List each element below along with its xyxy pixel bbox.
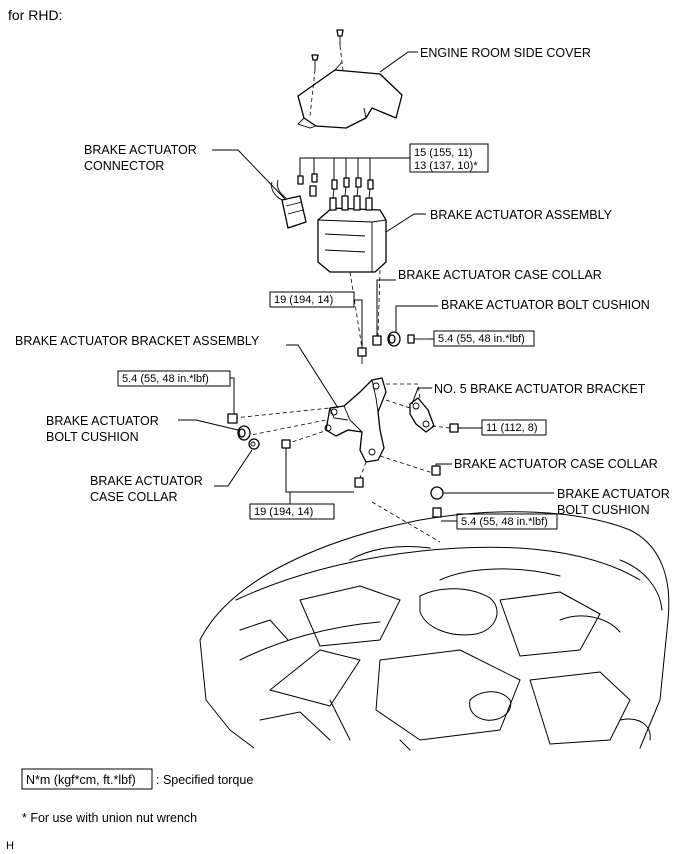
engine-room-side-cover: [297, 61, 403, 129]
case-collar-left: [248, 438, 260, 450]
label-bolt-cushion-left-line2: BOLT CUSHION: [46, 430, 139, 444]
torque-tube-nut-1: 15 (155, 11): [414, 147, 473, 159]
label-bolt-cushion-right-line1: BRAKE ACTUATOR: [557, 487, 670, 501]
case-collar-right: [431, 465, 441, 476]
torque-upper-bolt: 19 (194, 14): [274, 294, 333, 306]
upper-bolt-icon: [357, 347, 367, 364]
torque-box-cushion-right: [456, 513, 558, 530]
no5-bolt-icon: [449, 423, 459, 433]
cover-clip-icon: [311, 29, 344, 70]
no5-brake-actuator-bracket: [409, 397, 435, 433]
bolt-cushion-left: [237, 425, 251, 441]
label-bolt-cushion-right-line2: BOLT CUSHION: [557, 503, 650, 517]
variant-heading: for RHD:: [8, 7, 62, 23]
brake-actuator-connector: [271, 179, 307, 229]
legend-note: * For use with union nut wrench: [22, 811, 197, 825]
label-bolt-cushion-left-line1: BRAKE ACTUATOR: [46, 414, 159, 428]
label-brake-actuator-connector-line1: BRAKE ACTUATOR: [84, 143, 197, 157]
case-collar-top: [372, 335, 382, 346]
torque-lower-bolts: 19 (194, 14): [254, 506, 313, 518]
bolt-cushion-right: [430, 486, 444, 500]
label-case-collar-right: BRAKE ACTUATOR CASE COLLAR: [454, 457, 658, 471]
torque-no5-bolt: 11 (112, 8): [486, 422, 538, 434]
brake-actuator-bracket-assembly: [324, 377, 387, 463]
torque-cushion-right: 5.4 (55, 48 in.*lbf): [461, 516, 548, 528]
label-brake-actuator-connector-line2: CONNECTOR: [84, 159, 164, 173]
brake-actuator-assembly: [309, 185, 387, 273]
legend-description: : Specified torque: [156, 773, 253, 787]
label-engine-room-side-cover: ENGINE ROOM SIDE COVER: [420, 46, 591, 60]
label-case-collar-top: BRAKE ACTUATOR CASE COLLAR: [398, 268, 602, 282]
torque-cushion-top: 5.4 (55, 48 in.*lbf): [438, 333, 525, 345]
torque-box-no5-bolt: [481, 419, 547, 436]
torque-cushion-left: 5.4 (55, 48 in.*lbf): [122, 373, 209, 385]
bolt-cushion-top: [387, 331, 401, 347]
label-no5-bracket: NO. 5 BRAKE ACTUATOR BRACKET: [434, 382, 646, 396]
torque-box-tube-nuts: [409, 143, 489, 173]
torque-box-lower-bolts: [249, 503, 335, 520]
torque-box-cushion-top: [433, 330, 535, 347]
label-case-collar-left-line2: CASE COLLAR: [90, 490, 178, 504]
label-case-collar-left-line1: BRAKE ACTUATOR: [90, 474, 203, 488]
torque-tube-nut-2: 13 (137, 10)*: [414, 160, 478, 172]
label-brake-actuator-assembly: BRAKE ACTUATOR ASSEMBLY: [430, 208, 613, 222]
legend-unit: N*m (kgf*cm, ft.*lbf): [26, 773, 136, 787]
right-bolt-icon: [432, 507, 442, 518]
label-bracket-assembly: BRAKE ACTUATOR BRACKET ASSEMBLY: [15, 334, 260, 348]
engine-bay-illustration: [199, 511, 670, 751]
legend-torque-box: [21, 768, 153, 790]
label-bolt-cushion-top: BRAKE ACTUATOR BOLT CUSHION: [441, 298, 650, 312]
bolt-icon: [407, 334, 428, 344]
left-bolt-icon: [227, 413, 238, 424]
figure-code: H: [6, 840, 14, 852]
brake-tube-nuts: [297, 173, 374, 199]
lower-bolt-icon: [281, 439, 364, 488]
